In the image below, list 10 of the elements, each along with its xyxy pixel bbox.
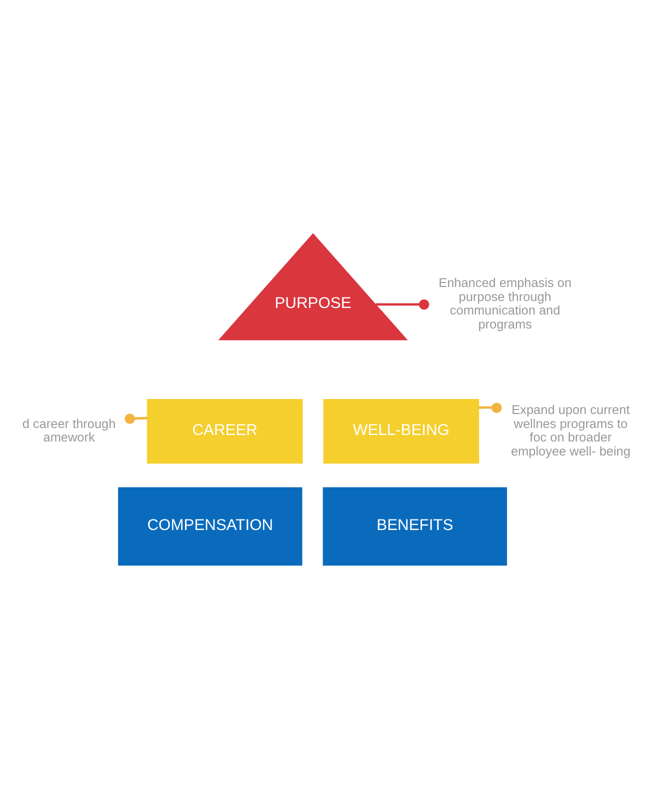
connector (124, 413, 148, 424)
node-text: Enhanced emphasis on purpose through communication and programs (438, 274, 572, 331)
node-text: Expand upon current wellnes programs to foc on broader employee well- being (510, 402, 630, 458)
node-box: COMPENSATION (118, 486, 302, 566)
node-text: d career through amework (22, 415, 116, 444)
node-box: CAREER (146, 398, 303, 464)
connector (478, 402, 502, 413)
connector (376, 298, 430, 310)
node-box: WELL-BEING (323, 398, 480, 464)
node-box: BENEFITS (322, 486, 508, 566)
